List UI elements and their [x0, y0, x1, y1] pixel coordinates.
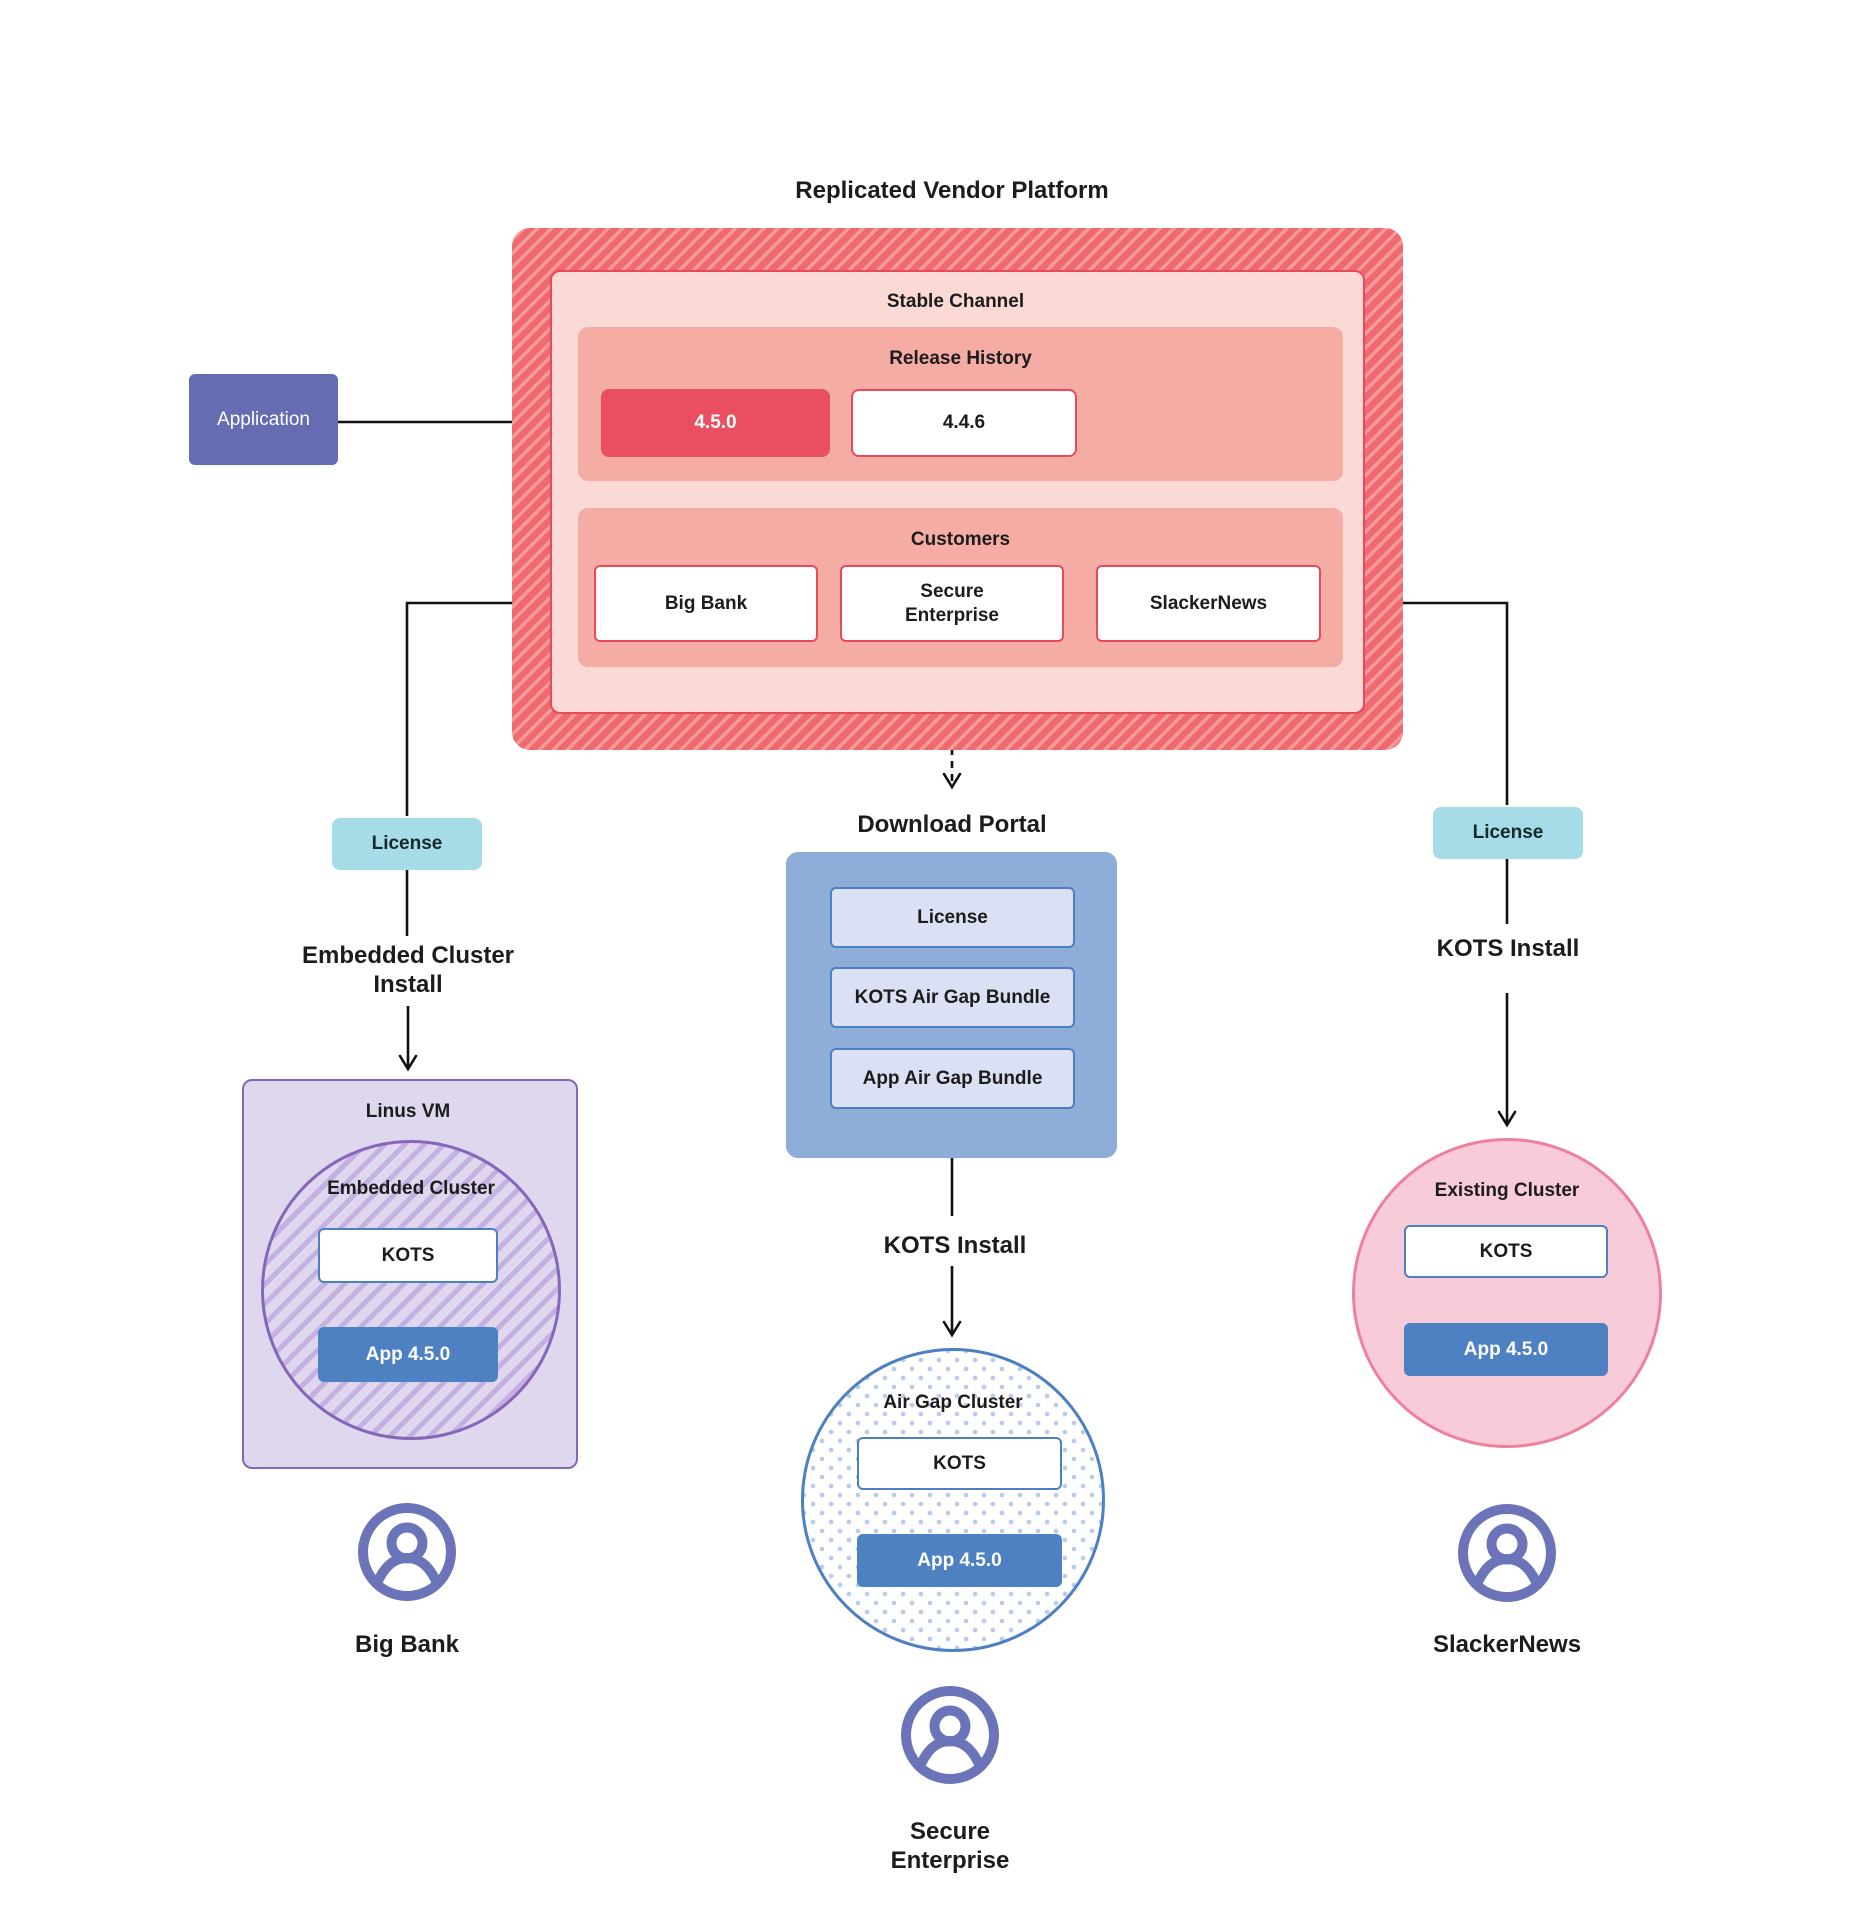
release-history-label: Release History — [889, 348, 1032, 369]
embedded-cluster-circle — [261, 1140, 561, 1440]
release-4-5-0[interactable]: 4.5.0 — [601, 389, 830, 457]
persona-slackernews-label: SlackerNews — [1432, 1631, 1582, 1658]
customer-big-bank[interactable]: Big Bank — [594, 565, 818, 642]
release-4-4-6[interactable]: 4.4.6 — [851, 389, 1077, 457]
page-title: Replicated Vendor Platform — [795, 177, 1109, 204]
app-node-left[interactable]: App 4.5.0 — [318, 1327, 498, 1382]
kots-install-label-middle: KOTS Install — [883, 1232, 1027, 1259]
kots-node-right[interactable]: KOTS — [1404, 1225, 1608, 1278]
persona-big-bank-label: Big Bank — [354, 1631, 459, 1658]
kots-node-middle[interactable]: KOTS — [857, 1437, 1062, 1490]
kots-node-left[interactable]: KOTS — [318, 1228, 498, 1283]
application-node[interactable]: Application — [189, 374, 338, 465]
license-node-left[interactable]: License — [332, 818, 482, 870]
portal-item-app-airgap-bundle[interactable]: App Air Gap Bundle — [830, 1048, 1075, 1109]
embedded-cluster-label: Embedded Cluster — [327, 1178, 495, 1199]
customers-label: Customers — [910, 529, 1011, 550]
download-portal-title: Download Portal — [857, 811, 1047, 838]
license-node-right[interactable]: License — [1433, 807, 1583, 859]
existing-cluster-circle — [1352, 1138, 1662, 1448]
linus-vm-label: Linus VM — [365, 1101, 451, 1122]
app-node-right[interactable]: App 4.5.0 — [1404, 1323, 1608, 1376]
customer-secure-enterprise[interactable]: Secure Enterprise — [840, 565, 1064, 642]
air-gap-cluster-circle — [801, 1348, 1105, 1652]
app-node-middle[interactable]: App 4.5.0 — [857, 1534, 1062, 1587]
embedded-cluster-install-label: Embedded Cluster Install — [301, 942, 515, 999]
kots-install-label-right: KOTS Install — [1436, 935, 1580, 962]
existing-cluster-label: Existing Cluster — [1434, 1180, 1580, 1201]
portal-item-kots-airgap-bundle[interactable]: KOTS Air Gap Bundle — [830, 967, 1075, 1028]
persona-secure-enterprise-label: Secure Enterprise — [890, 1818, 1010, 1875]
customer-slackernews[interactable]: SlackerNews — [1096, 565, 1321, 642]
air-gap-cluster-label: Air Gap Cluster — [883, 1392, 1023, 1413]
user-icon — [358, 1503, 456, 1601]
stable-channel-label: Stable Channel — [886, 291, 1025, 312]
portal-item-license[interactable]: License — [830, 887, 1075, 948]
user-icon — [901, 1686, 999, 1784]
user-icon — [1458, 1504, 1556, 1602]
